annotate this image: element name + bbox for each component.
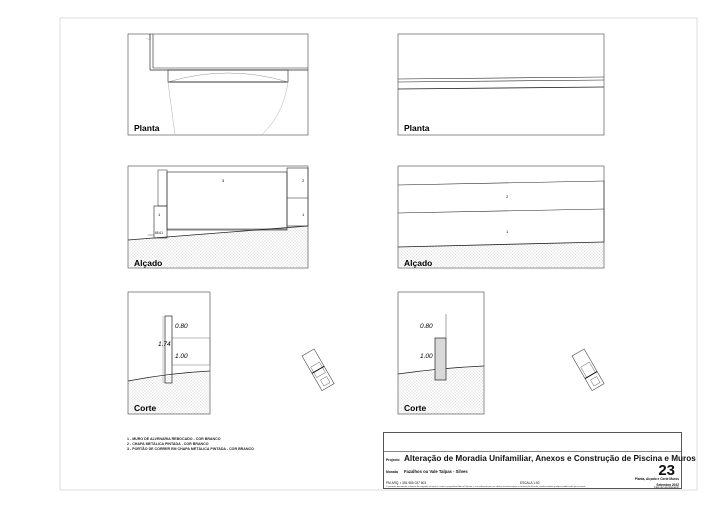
sheet-number: 23	[658, 462, 675, 479]
section-left-label: Corte	[134, 403, 156, 413]
marker-gate-3: 3	[222, 178, 225, 183]
title-block: Projecto Alteração de Moradia Unifamilia…	[383, 432, 696, 489]
sheet-date: Setembro 2022	[656, 482, 679, 487]
dim-left-top: 0.80	[175, 323, 188, 330]
author: PM ARQ. • 351 965 037 603	[386, 481, 427, 485]
plan-left-view	[127, 33, 309, 136]
legend-item: 1 - MURO DE ALVENARIA REBOCADO - COR BRA…	[127, 437, 221, 441]
project-title: Alteração de Moradia Unifamiliar, Anexos…	[404, 454, 696, 463]
copyright-note: O presente documento é objecto de copyri…	[386, 485, 586, 488]
marker-right-1: 1	[506, 229, 509, 234]
phase: Fase de Licenciamento	[654, 486, 679, 489]
key-plan-left	[301, 348, 335, 392]
dim-right-top: 0.80	[420, 323, 433, 330]
sheet-name: Planta, Alçado e Corte Muros	[634, 477, 679, 481]
legend-item: 3 - PORTÃO DE CORRER EM CHAPA METÁLICA P…	[127, 447, 254, 451]
marker-sheet-2: 2	[302, 178, 305, 183]
sheet-frame	[59, 17, 698, 491]
plan-right-view	[397, 33, 605, 136]
section-right-view	[397, 291, 485, 415]
project-place: Fazalhos ou Vale Talpas - Silves	[404, 469, 468, 474]
plan-right-label: Planta	[404, 123, 430, 133]
elevation-left-view	[127, 165, 309, 269]
project-label: Projecto	[386, 458, 400, 462]
section-left-view	[127, 291, 211, 415]
section-right-label: Corte	[404, 403, 426, 413]
marker-wall-1b: 1	[302, 212, 305, 217]
material-legend: 1 - MURO DE ALVENARIA REBOCADO - COR BRA…	[127, 437, 254, 452]
plan-left-label: Planta	[134, 123, 160, 133]
place-label: Morada	[386, 470, 399, 474]
key-plan-right	[571, 348, 605, 392]
marker-wall-1a: 1	[158, 212, 161, 217]
dim-right-bottom: 1.00	[420, 353, 433, 360]
elevation-right-view	[397, 165, 605, 269]
dim-left-total: 1.74	[158, 341, 171, 348]
elevation-left-label: Alçado	[134, 258, 162, 268]
elevation-right-label: Alçado	[404, 258, 432, 268]
marker-right-2: 2	[506, 194, 509, 199]
level-mark: 65.61	[155, 231, 163, 235]
title-block-header	[384, 433, 681, 452]
dim-left-bottom: 1.00	[175, 353, 188, 360]
scale: ESCALA 1:50	[520, 481, 540, 485]
legend-item: 2 - CHAPA METÁLICA PINTADA - COR BRANCO	[127, 442, 209, 446]
